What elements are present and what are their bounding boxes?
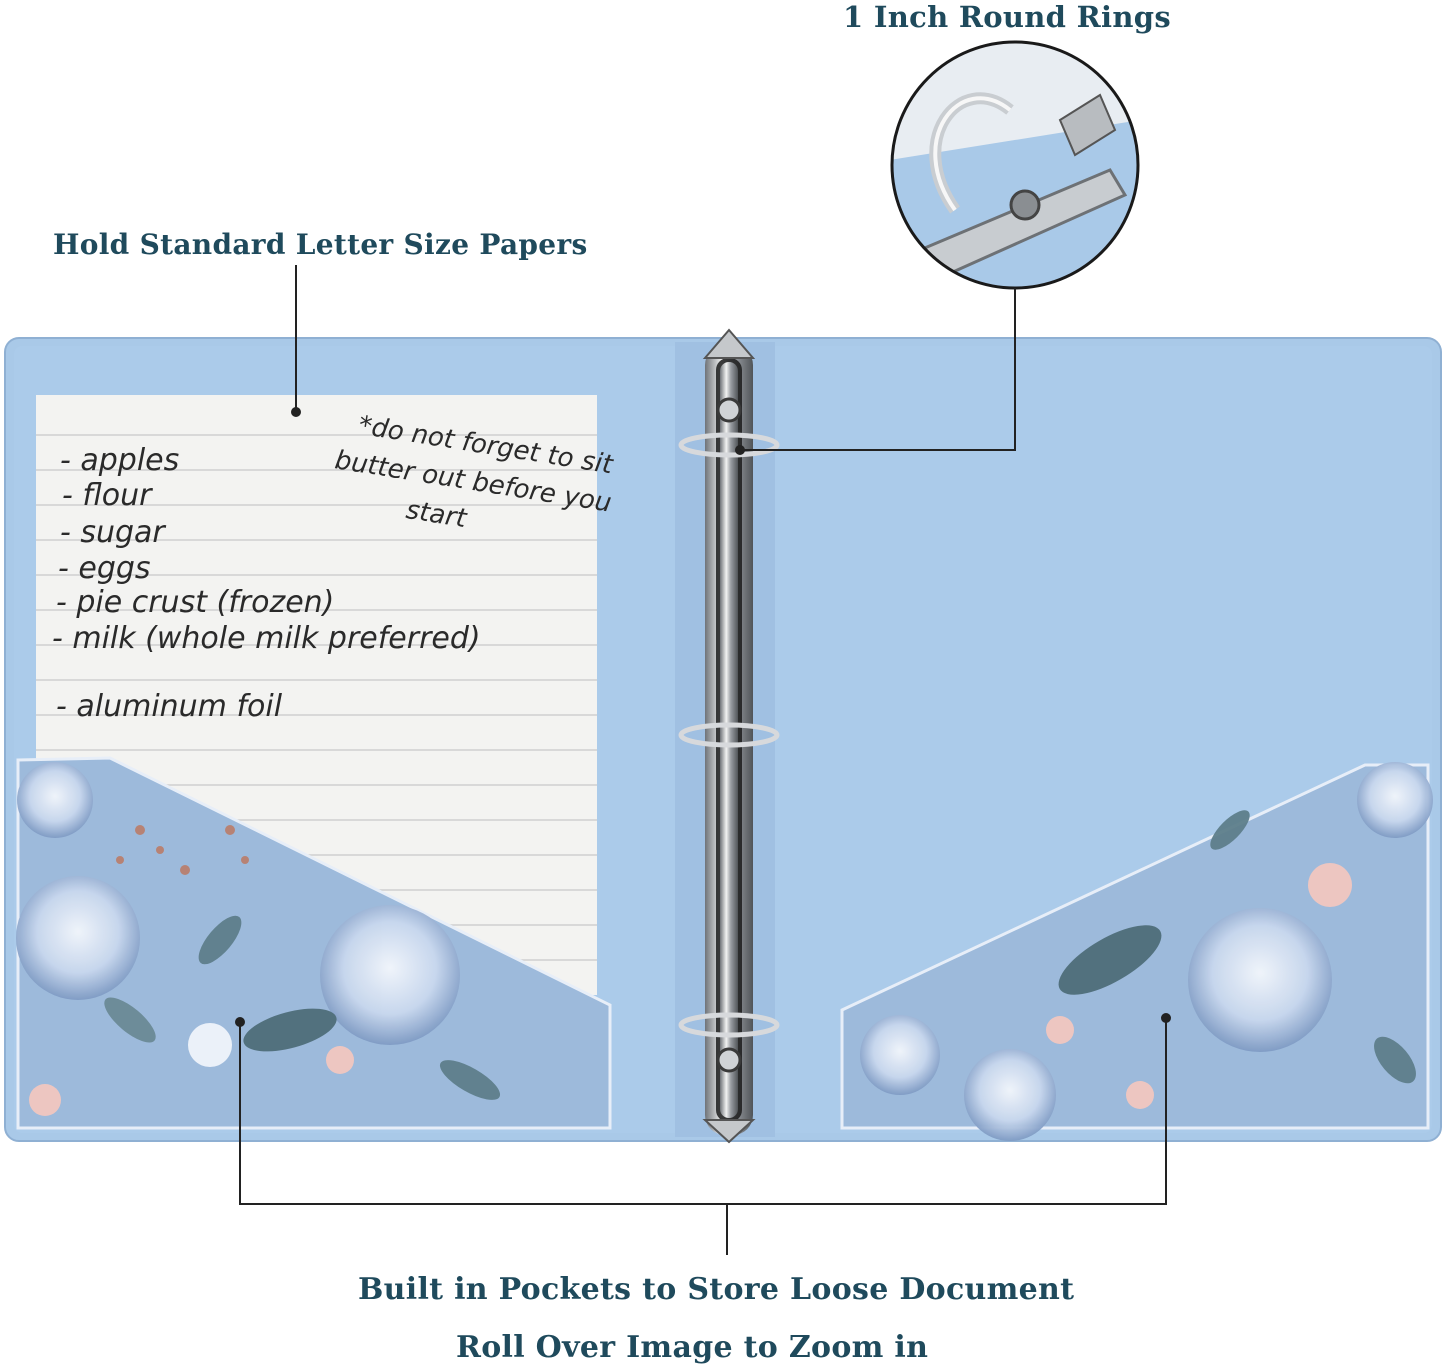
rings-callout: 1 Inch Round Rings: [843, 0, 1171, 34]
ring-mechanism: [678, 328, 780, 1144]
zoom-hint[interactable]: Roll Over Image to Zoom in: [456, 1330, 929, 1365]
list-item: - pie crust (frozen): [56, 585, 334, 620]
rose-flower: [964, 1049, 1056, 1141]
small-flower: [1126, 1081, 1154, 1109]
list-item: - sugar: [60, 515, 166, 550]
leaf: [1058, 925, 1162, 995]
papers-callout: Hold Standard Letter Size Papers: [53, 228, 588, 261]
rose-flower: [1188, 908, 1332, 1052]
middle-ring: [678, 722, 780, 748]
right-pocket: [840, 762, 1433, 1141]
small-flower: [1046, 1016, 1074, 1044]
small-flower: [29, 1084, 61, 1116]
leaf: [104, 997, 156, 1043]
leaf: [243, 1008, 337, 1052]
list-item: - apples: [60, 443, 179, 478]
left-pocket: [16, 756, 612, 1130]
list-item: - eggs: [58, 551, 151, 586]
leaf: [1210, 810, 1250, 850]
small-flower: [1308, 863, 1352, 907]
shopping-list: - apples - flour - sugar - eggs - pie cr…: [52, 443, 481, 724]
rivet: [716, 1047, 742, 1073]
bottom-ring: [678, 1012, 780, 1038]
rose-flower: [1357, 762, 1433, 838]
leaf: [439, 1060, 501, 1100]
leader-lines: [235, 265, 1171, 1255]
small-flower: [326, 1046, 354, 1074]
list-item: - milk (whole milk preferred): [52, 621, 481, 656]
rose-flower: [860, 1015, 940, 1095]
leaf: [1374, 1036, 1416, 1084]
list-item: - flour: [62, 478, 153, 513]
rose-flower: [320, 905, 460, 1045]
rose-flower: [17, 762, 93, 838]
list-item: - aluminum foil: [56, 689, 283, 724]
small-flower: [188, 1023, 232, 1067]
pockets-callout: Built in Pockets to Store Loose Document: [358, 1272, 1075, 1307]
top-ring: [678, 432, 780, 458]
leaf: [198, 915, 242, 965]
rose-flower: [16, 876, 140, 1000]
ring-closeup-lens: [890, 40, 1140, 290]
rivet: [716, 397, 742, 423]
